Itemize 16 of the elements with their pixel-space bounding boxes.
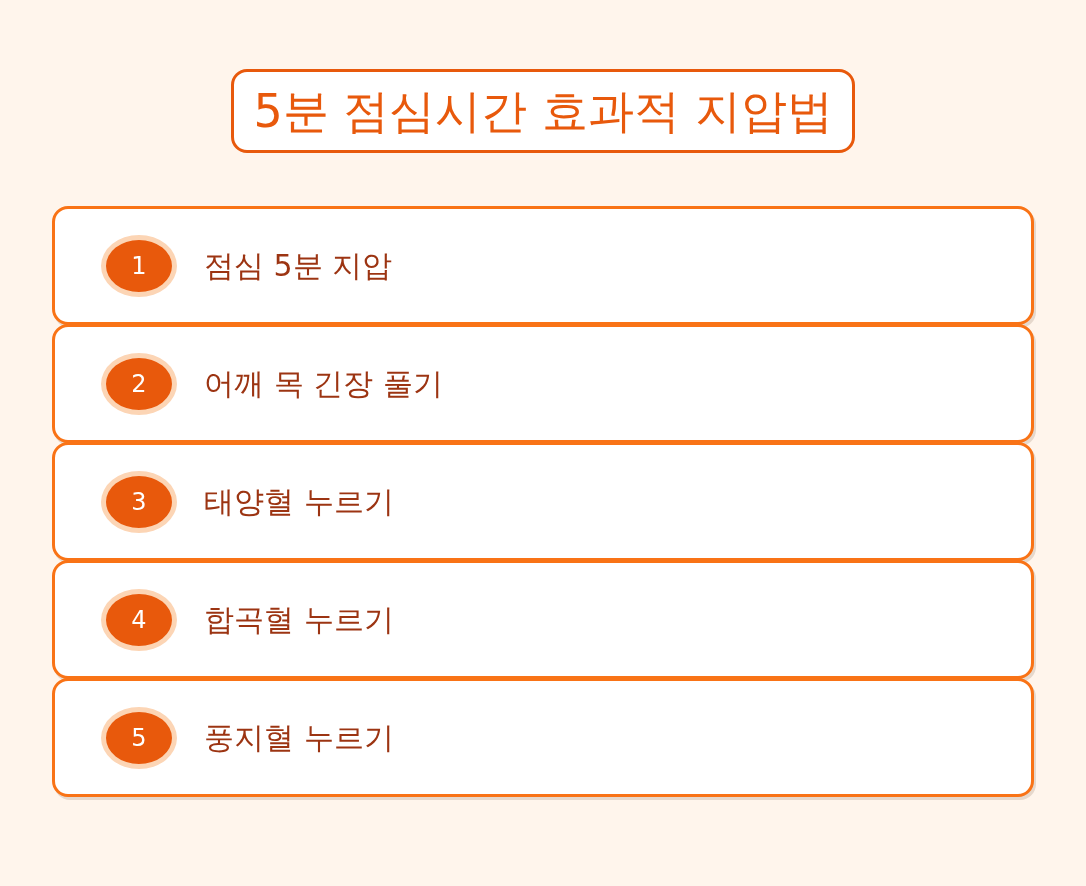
step-label: 풍지혈 누르기 xyxy=(204,721,394,755)
title: 5분 점심시간 효과적 지압법 xyxy=(231,69,855,153)
step-label: 점심 5분 지압 xyxy=(204,249,393,283)
step-row xyxy=(52,678,1034,797)
step-row xyxy=(52,560,1034,679)
step-number-circle: 2 xyxy=(101,353,177,415)
step-label: 태양혈 누르기 xyxy=(204,485,394,519)
step-number-circle: 4 xyxy=(101,589,177,651)
step-number-circle: 3 xyxy=(101,471,177,533)
step-row xyxy=(52,206,1034,325)
step-label: 합곡혈 누르기 xyxy=(204,603,394,637)
step-row xyxy=(52,442,1034,561)
step-number-circle: 1 xyxy=(101,235,177,297)
step-number-circle: 5 xyxy=(101,707,177,769)
step-row xyxy=(52,324,1034,443)
step-label: 어깨 목 긴장 풀기 xyxy=(204,367,443,401)
